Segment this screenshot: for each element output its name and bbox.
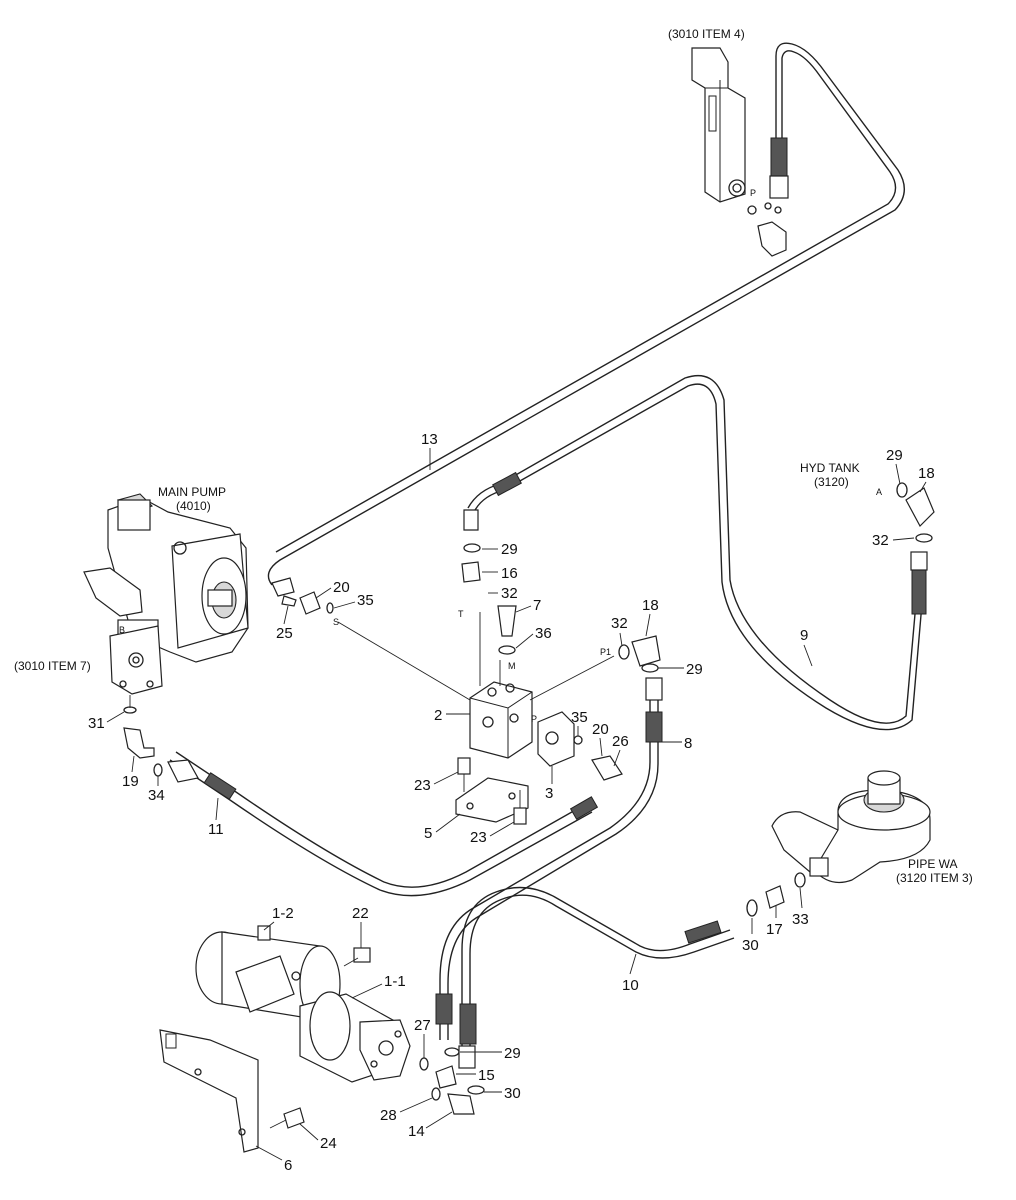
callout-24: 24 <box>320 1135 337 1152</box>
callout-15: 15 <box>478 1067 495 1084</box>
callout-29-p1: 29 <box>686 661 703 678</box>
misc-fittings <box>281 482 935 781</box>
captions: (3010 ITEM 4) MAIN PUMP (4010) (3010 ITE… <box>14 27 973 885</box>
caption-pipe-wa-line2: (3120 ITEM 3) <box>896 871 973 885</box>
callout-27: 27 <box>414 1017 431 1034</box>
hose-11 <box>167 751 599 897</box>
control-valve-item4 <box>691 47 787 257</box>
callout-2: 2 <box>434 707 442 724</box>
port-s: S <box>333 617 339 627</box>
motor-pump-assembly <box>159 925 485 1153</box>
port-p1: P1 <box>600 647 611 657</box>
callout-20-left: 20 <box>333 579 350 596</box>
port-a-tank: A <box>876 487 882 497</box>
callout-18-p1: 18 <box>642 597 659 614</box>
caption-main-pump-line1: MAIN PUMP <box>158 485 226 499</box>
callout-34: 34 <box>148 787 165 804</box>
main-pump <box>83 493 249 759</box>
callout-17: 17 <box>766 921 783 938</box>
port-m: M <box>508 661 516 671</box>
callout-3: 3 <box>545 785 553 802</box>
callout-35-mid: 35 <box>571 709 588 726</box>
caption-item7: (3010 ITEM 7) <box>14 659 91 673</box>
callout-16: 16 <box>501 565 518 582</box>
callout-32-tank: 32 <box>872 532 889 549</box>
callout-32-mid: 32 <box>501 585 518 602</box>
callout-8: 8 <box>684 735 692 752</box>
caption-item4: (3010 ITEM 4) <box>668 27 745 41</box>
port-p-top: P <box>750 188 756 198</box>
callout-31: 31 <box>88 715 105 732</box>
callout-35-left: 35 <box>357 592 374 609</box>
caption-pipe-wa-line1: PIPE WA <box>908 857 958 871</box>
hose-9 <box>461 374 928 731</box>
callout-30-bot: 30 <box>504 1085 521 1102</box>
hose-8 <box>435 677 663 1040</box>
callout-23-top: 23 <box>414 777 431 794</box>
callout-25: 25 <box>276 625 293 642</box>
callout-28: 28 <box>380 1107 397 1124</box>
caption-hyd-tank-line2: (3120) <box>814 475 849 489</box>
caption-main-pump-line2: (4010) <box>176 499 211 513</box>
callout-33: 33 <box>792 911 809 928</box>
callout-5: 5 <box>424 825 432 842</box>
port-b-pump: B <box>119 625 125 635</box>
port-labels: P A B S T M P1 P <box>119 188 882 724</box>
hose-13 <box>267 42 905 597</box>
callout-1-1: 1-1 <box>384 973 406 990</box>
pipe-wa <box>771 770 931 883</box>
callout-29-mid: 29 <box>501 541 518 558</box>
callout-29-tank: 29 <box>886 447 903 464</box>
callout-7: 7 <box>533 597 541 614</box>
callout-10: 10 <box>622 977 639 994</box>
callout-20-mid: 20 <box>592 721 609 738</box>
callout-14: 14 <box>408 1123 425 1140</box>
callout-29-bot: 29 <box>504 1045 521 1062</box>
port-p-block: P <box>531 714 537 724</box>
callout-6: 6 <box>284 1157 292 1174</box>
callout-1-2: 1-2 <box>272 905 294 922</box>
callout-32-p1: 32 <box>611 615 628 632</box>
callouts: 13 29 18 32 9 20 35 25 29 16 32 7 36 32 … <box>88 431 935 1174</box>
callout-18-tank: 18 <box>918 465 935 482</box>
callout-9: 9 <box>800 627 808 644</box>
port-t: T <box>458 609 464 619</box>
callout-36: 36 <box>535 625 552 642</box>
callout-23-bot: 23 <box>470 829 487 846</box>
callout-19: 19 <box>122 773 139 790</box>
callout-30-pipe: 30 <box>742 937 759 954</box>
callout-11: 11 <box>208 821 224 838</box>
callout-26: 26 <box>612 733 629 750</box>
callout-22: 22 <box>352 905 369 922</box>
valve-block-2 <box>455 612 583 825</box>
caption-hyd-tank-line1: HYD TANK <box>800 461 860 475</box>
callout-13: 13 <box>421 431 438 448</box>
hose-10 <box>458 872 806 1069</box>
